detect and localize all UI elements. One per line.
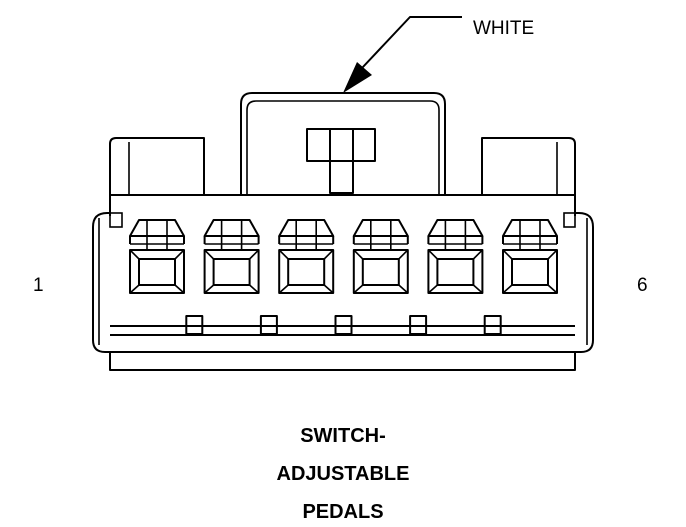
terminal-cavity [352, 219, 409, 294]
latch-tab [306, 128, 376, 162]
bottom-keys [185, 315, 502, 335]
bottom-key [259, 315, 278, 335]
bottom-key [483, 315, 502, 335]
terminal-cavity [203, 219, 260, 294]
connector-housing [92, 92, 594, 371]
color-callout-leader [343, 16, 462, 93]
connector-title-line-2: ADJUSTABLE [277, 463, 410, 485]
pin-label-first: 1 [33, 275, 44, 296]
bottom-key [185, 315, 204, 335]
callout-arrowhead [343, 62, 372, 93]
terminal-cavity [427, 219, 484, 294]
pin-label-last: 6 [637, 275, 648, 296]
terminal-cavity [502, 219, 558, 294]
latch-stem [329, 128, 354, 194]
bottom-key [334, 315, 353, 335]
connector-title-line-3: PEDALS [302, 501, 383, 523]
connector-title-line-1: SWITCH- [300, 425, 386, 447]
color-callout-label: WHITE [473, 18, 534, 39]
bottom-key [409, 315, 428, 335]
terminal-cavity [129, 219, 185, 294]
terminal-cavities [129, 219, 558, 294]
terminal-cavity [278, 219, 335, 294]
